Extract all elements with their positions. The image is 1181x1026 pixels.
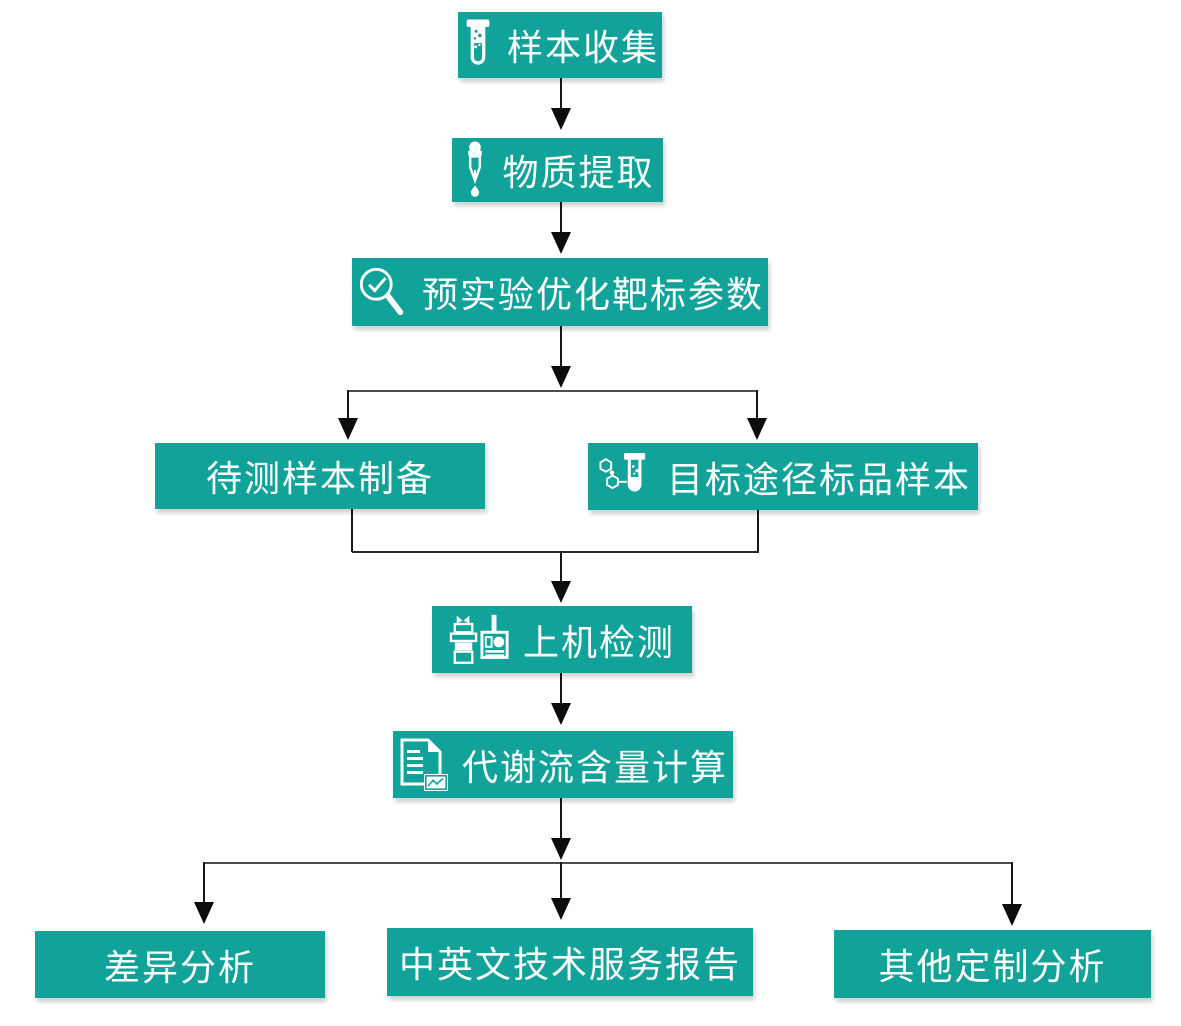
arrow-down-icon (1002, 904, 1022, 926)
arrow-down-icon (551, 232, 571, 254)
connector-line (560, 673, 562, 705)
connector-line (347, 390, 349, 420)
arrow-down-icon (551, 581, 571, 603)
arrow-down-icon (551, 366, 571, 388)
connector-line (560, 862, 562, 900)
connector-line (560, 78, 562, 110)
node-sample-prep: 待测样本制备 (155, 443, 485, 509)
branch-line (348, 390, 758, 392)
document-chart-icon (400, 738, 448, 791)
arrow-down-icon (338, 418, 358, 440)
arrow-down-icon (551, 898, 571, 920)
node-label: 差异分析 (103, 946, 256, 988)
dropper-icon (468, 141, 483, 197)
node-label: 其他定制分析 (878, 946, 1107, 987)
connector-line (560, 326, 562, 368)
node-target-standard: 目标途径标品样本 (588, 443, 978, 510)
connector-line (560, 202, 562, 234)
magnifier-check-icon (359, 267, 404, 316)
node-label: 样本收集 (506, 27, 659, 68)
instrument-icon (449, 614, 509, 664)
connector-line (203, 862, 205, 904)
node-flux-calculation: 代谢流含量计算 (393, 731, 733, 798)
connector-line (757, 510, 759, 552)
node-label: 预实验优化靶标参数 (421, 274, 764, 315)
node-label: 代谢流含量计算 (461, 746, 728, 788)
node-difference-analysis: 差异分析 (35, 931, 325, 998)
node-label: 目标途径标品样本 (666, 458, 971, 500)
branch-line (204, 862, 1012, 864)
node-label: 待测样本制备 (205, 458, 434, 499)
node-service-report: 中英文技术服务报告 (387, 928, 753, 996)
arrow-down-icon (551, 703, 571, 725)
merge-line (352, 551, 759, 553)
node-pre-experiment: 预实验优化靶标参数 (352, 258, 768, 326)
node-label: 中英文技术服务报告 (398, 944, 741, 985)
connector-line (560, 551, 562, 583)
node-custom-analysis: 其他定制分析 (834, 930, 1151, 998)
arrow-down-icon (194, 902, 214, 924)
node-label: 上机检测 (522, 621, 675, 663)
arrow-down-icon (551, 108, 571, 130)
node-machine-detection: 上机检测 (432, 606, 692, 673)
connector-line (1011, 862, 1013, 906)
connector-line (756, 390, 758, 420)
node-sample-collection: 样本收集 (458, 12, 662, 78)
node-label: 物质提取 (502, 152, 655, 193)
molecule-tube-icon (599, 452, 646, 491)
arrow-down-icon (551, 838, 571, 860)
connector-line (560, 798, 562, 840)
arrow-down-icon (747, 418, 767, 440)
connector-line (351, 509, 353, 552)
node-substance-extraction: 物质提取 (452, 138, 663, 202)
test-tube-icon (466, 19, 490, 65)
